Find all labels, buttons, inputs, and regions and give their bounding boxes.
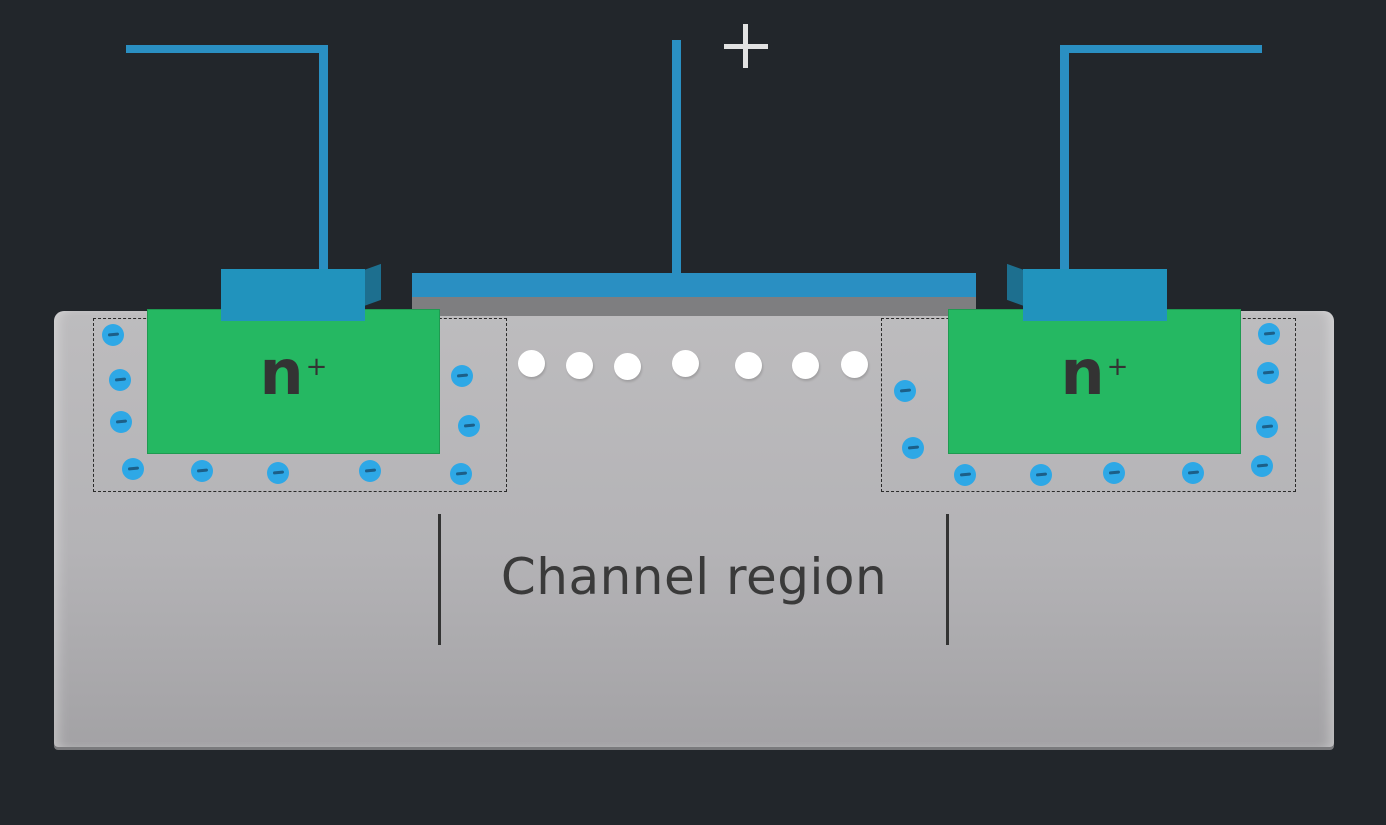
positive-voltage-icon: [724, 24, 768, 68]
free-electron-icon: [735, 352, 762, 379]
negative-ion-icon: [267, 462, 289, 484]
drain-contact: [1023, 269, 1167, 321]
source-contact: [221, 269, 365, 321]
drain-label: n+: [1060, 336, 1129, 409]
source-contact-side: [364, 263, 381, 306]
negative-ion-icon: [1103, 462, 1125, 484]
negative-ion-icon: [954, 464, 976, 486]
negative-ion-icon: [122, 458, 144, 480]
channel-right-boundary: [946, 514, 949, 645]
negative-ion-icon: [191, 460, 213, 482]
gate-electrode: [412, 273, 976, 297]
free-electron-icon: [518, 350, 545, 377]
channel-region-label: Channel region: [500, 548, 888, 606]
source-wire-horizontal: [126, 45, 328, 53]
drain-wire-vertical: [1060, 45, 1069, 272]
negative-ion-icon: [102, 324, 124, 346]
negative-ion-icon: [1030, 464, 1052, 486]
negative-ion-icon: [1257, 362, 1279, 384]
free-electron-icon: [792, 352, 819, 379]
drain-contact-side: [1007, 263, 1024, 306]
source-label: n+: [259, 336, 328, 409]
negative-ion-icon: [451, 365, 473, 387]
negative-ion-icon: [1256, 416, 1278, 438]
channel-left-boundary: [438, 514, 441, 645]
source-n-plus-region: n+: [147, 309, 440, 454]
gate-oxide-layer: [412, 296, 976, 316]
free-electron-icon: [566, 352, 593, 379]
negative-ion-icon: [894, 380, 916, 402]
negative-ion-icon: [1258, 323, 1280, 345]
negative-ion-icon: [450, 463, 472, 485]
negative-ion-icon: [1182, 462, 1204, 484]
negative-ion-icon: [1251, 455, 1273, 477]
negative-ion-icon: [109, 369, 131, 391]
negative-ion-icon: [458, 415, 480, 437]
free-electron-icon: [672, 350, 699, 377]
negative-ion-icon: [110, 411, 132, 433]
free-electron-icon: [841, 351, 868, 378]
gate-wire-vertical: [672, 40, 681, 276]
negative-ion-icon: [359, 460, 381, 482]
source-wire-vertical: [319, 45, 328, 272]
free-electron-icon: [614, 353, 641, 380]
drain-wire-horizontal: [1060, 45, 1262, 53]
drain-n-plus-region: n+: [948, 309, 1241, 454]
negative-ion-icon: [902, 437, 924, 459]
